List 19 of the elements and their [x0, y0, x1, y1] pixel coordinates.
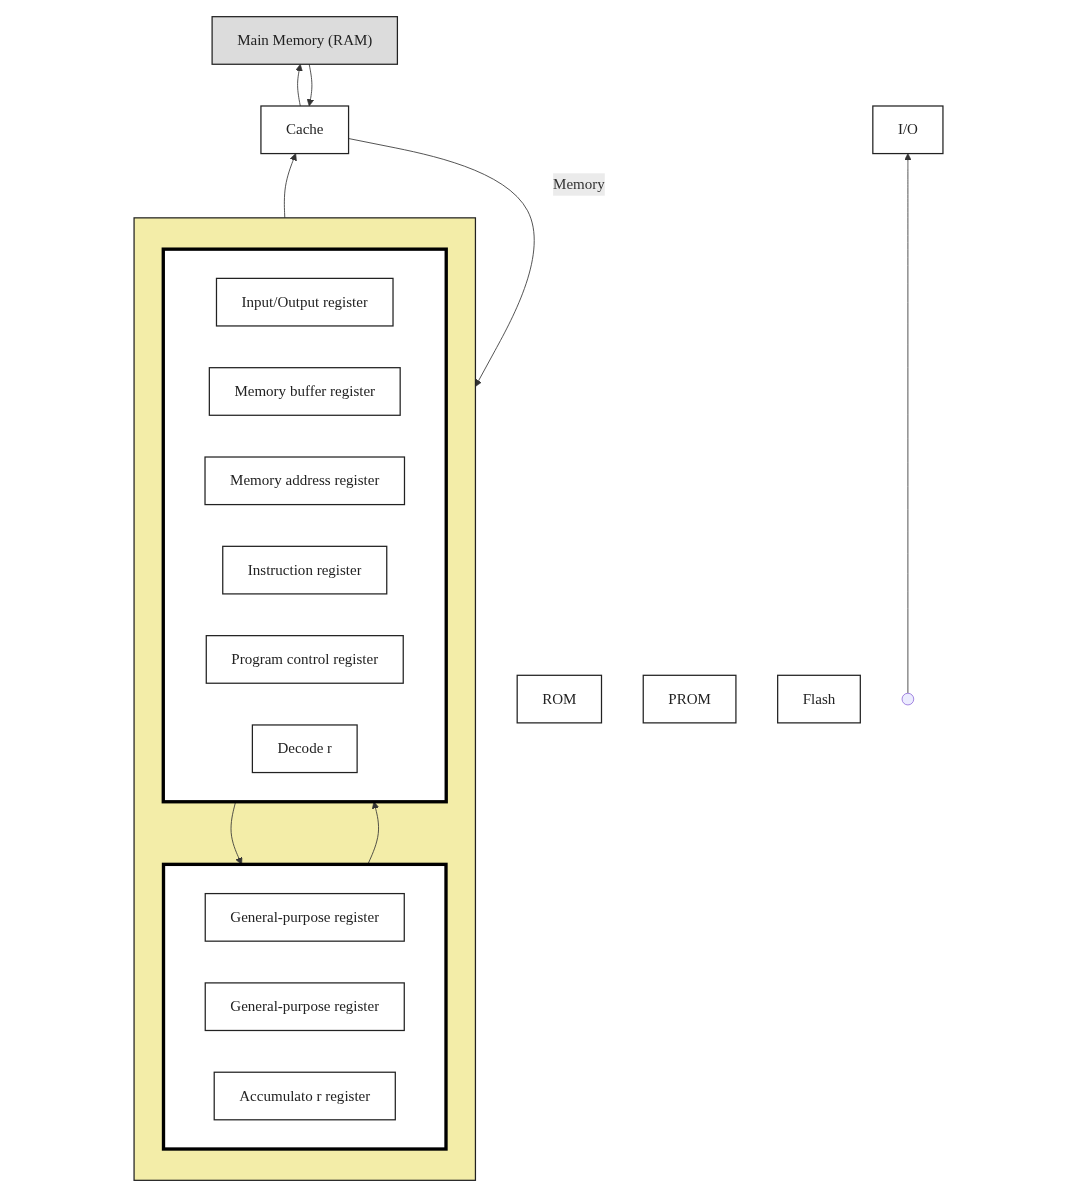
- cluster: [161, 862, 448, 1151]
- node-box: Accumulato r register: [213, 1071, 396, 1121]
- node-box: Instruction register: [222, 545, 388, 595]
- cluster: [161, 247, 448, 804]
- node-box: Memory address register: [204, 456, 406, 506]
- node-box: Input/Output register: [215, 277, 394, 327]
- node-box: General-purpose register: [204, 982, 405, 1032]
- node-box: PROM: [642, 674, 737, 724]
- edge-label: Memory: [553, 175, 605, 193]
- node-box: I/O: [872, 105, 944, 155]
- node-box: Cache: [260, 105, 350, 155]
- node-box: Memory buffer register: [208, 367, 401, 416]
- node-box: ROM: [516, 674, 603, 724]
- node-box: Flash: [777, 674, 861, 724]
- node-box: Program control register: [205, 635, 404, 684]
- node-box: General-purpose register: [204, 892, 405, 942]
- node-box: Main Memory (RAM): [211, 16, 398, 65]
- cluster: [133, 217, 477, 1181]
- node-box: Decode r: [251, 724, 358, 774]
